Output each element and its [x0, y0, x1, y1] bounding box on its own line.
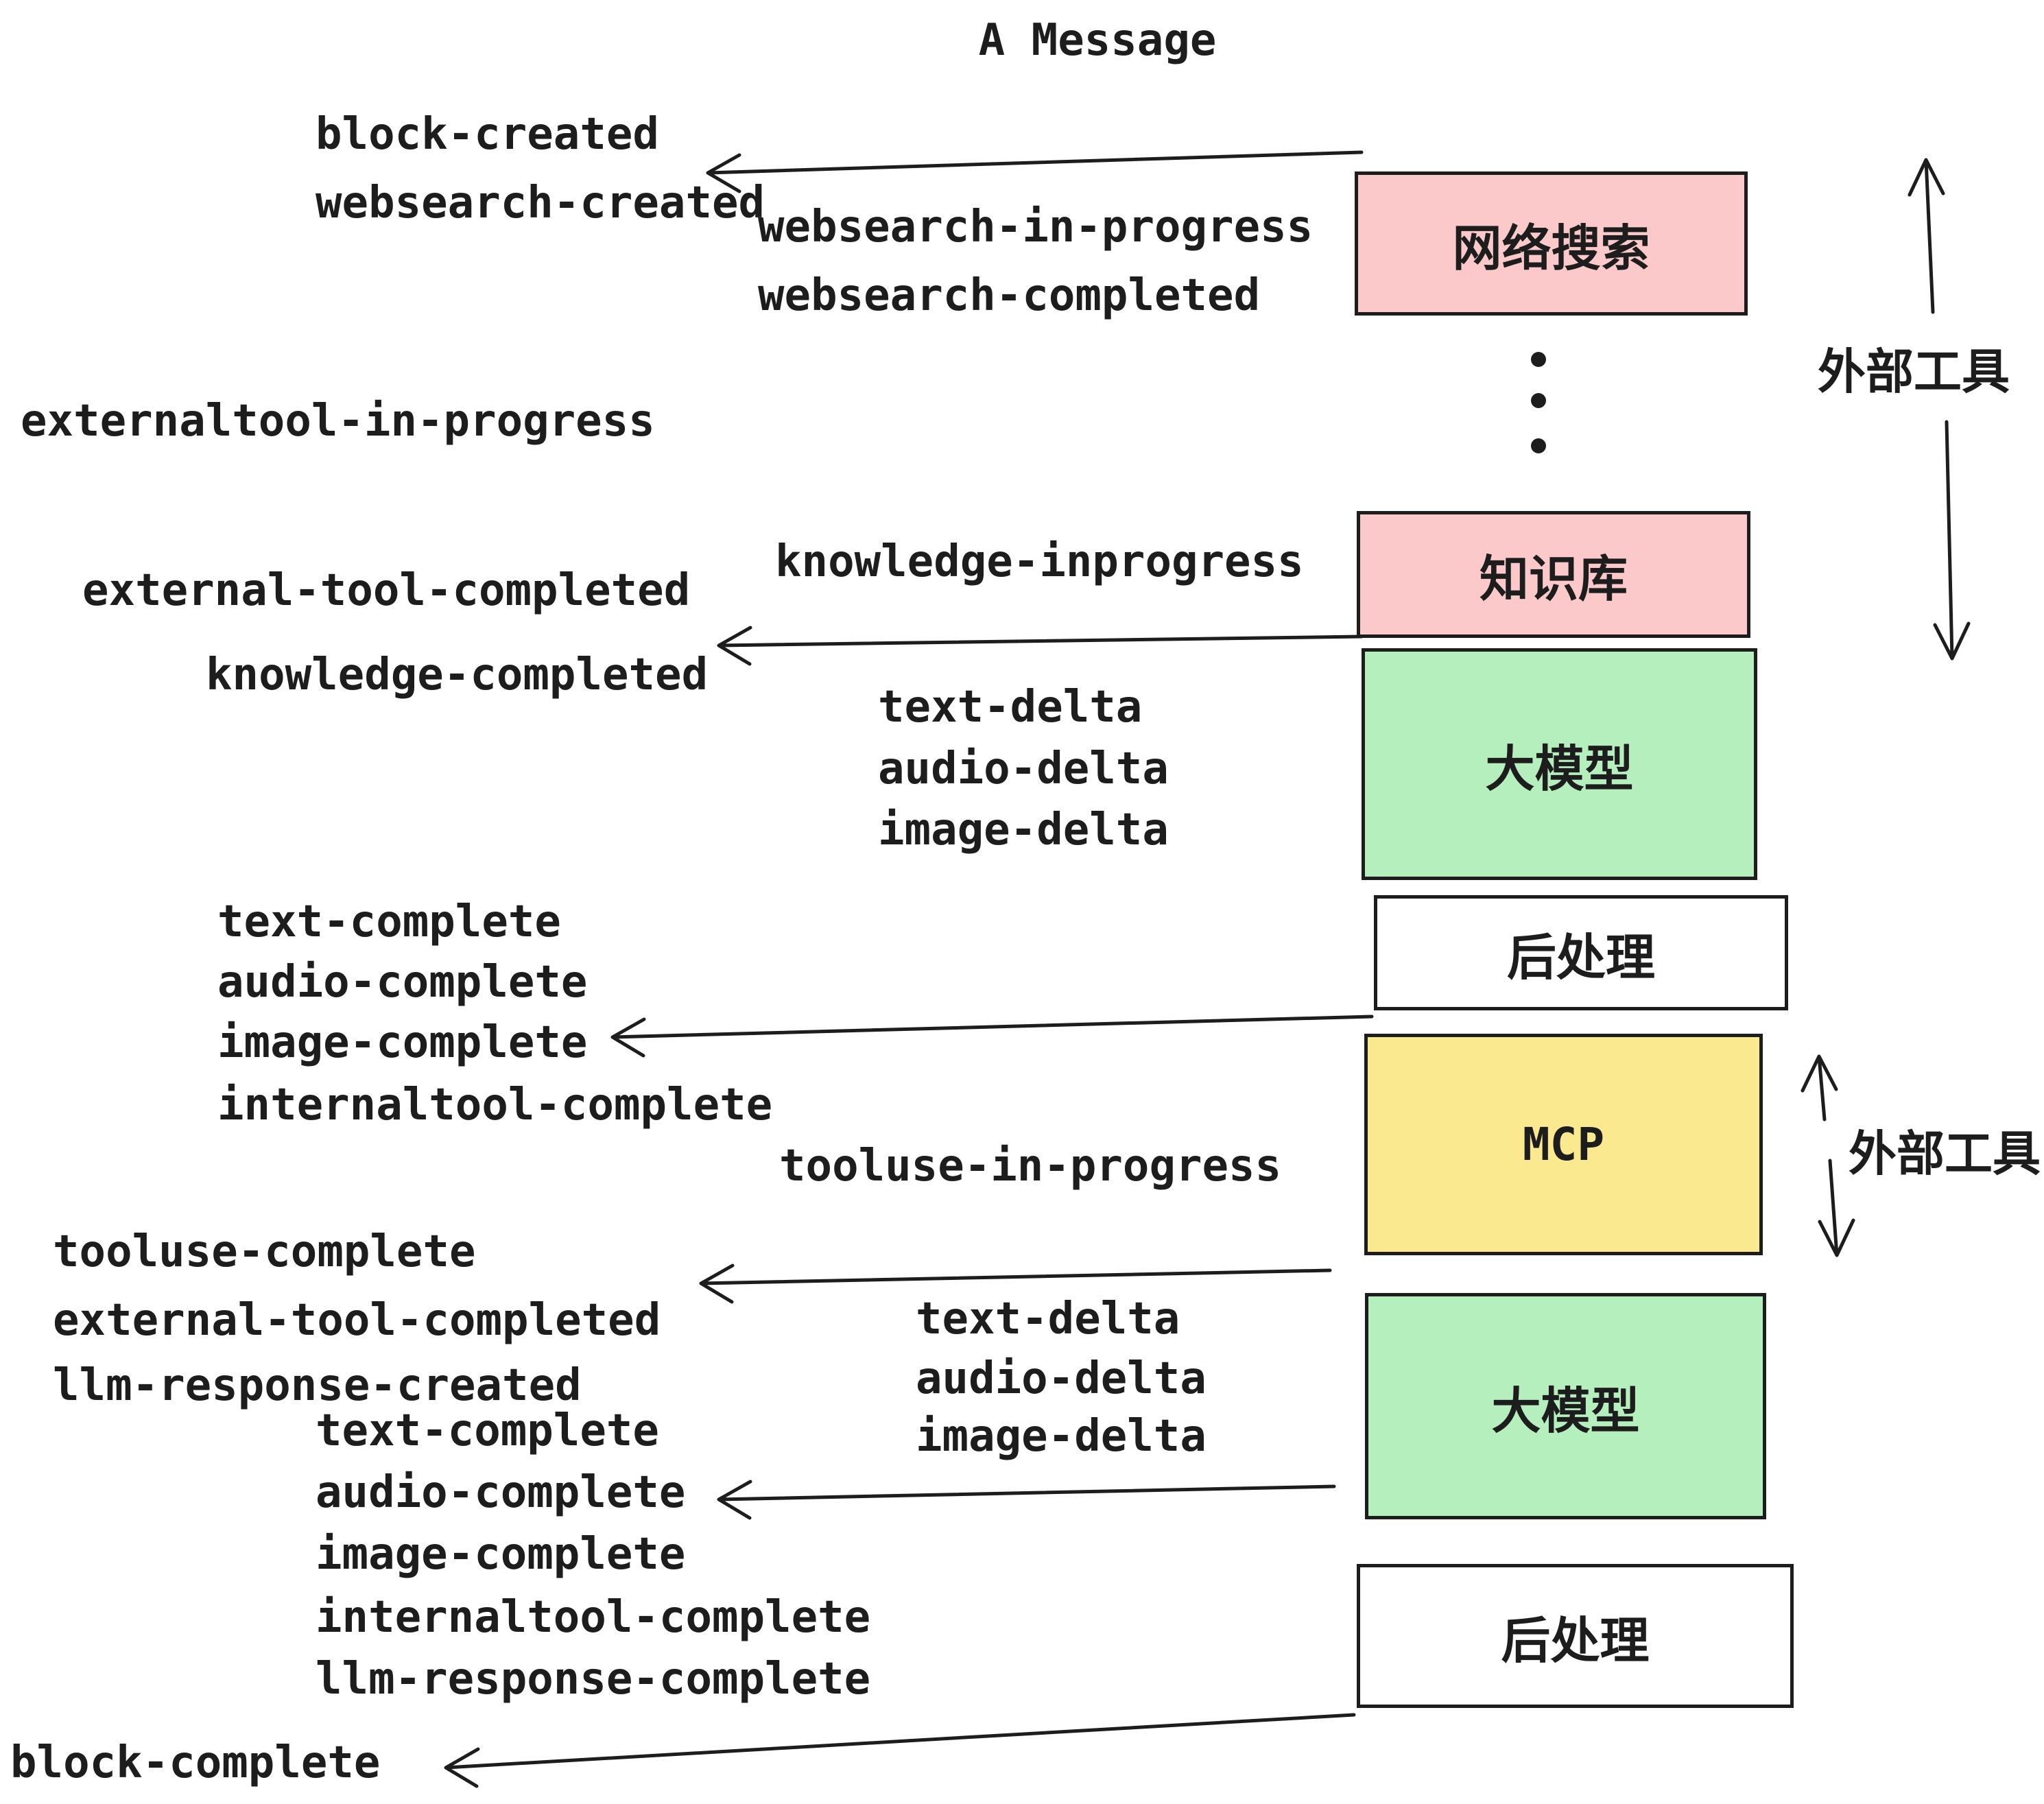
event-knowledge-inprogress: knowledge-inprogress [775, 536, 1304, 587]
box-post-processing-1: 后处理 [1374, 895, 1788, 1010]
event-llm-response-complete: llm-response-complete [316, 1654, 871, 1705]
event-llm-response-created: llm-response-created [53, 1360, 582, 1411]
event-text-delta-2: text-delta [916, 1294, 1180, 1344]
external-tools-label-top: 外部工具 [1818, 345, 2010, 399]
event-websearch-created: websearch-created [316, 178, 765, 228]
arrow-left-icon-to-audio-complete [717, 1480, 1336, 1520]
event-image-complete-2: image-complete [316, 1529, 686, 1580]
event-block-complete: block-complete [10, 1737, 381, 1788]
box-knowledge: 知识库 [1357, 511, 1750, 638]
box-llm-1-label: 大模型 [1485, 741, 1634, 797]
event-image-complete-1: image-complete [217, 1017, 588, 1068]
event-knowledge-completed: knowledge-completed [206, 650, 709, 700]
event-text-complete-2: text-complete [316, 1405, 659, 1456]
event-websearch-completed: websearch-completed [758, 270, 1261, 321]
box-llm-2-label: 大模型 [1491, 1384, 1640, 1439]
box-websearch-label: 网络搜索 [1452, 221, 1650, 276]
event-image-delta-1: image-delta [878, 805, 1169, 855]
event-audio-delta-2: audio-delta [916, 1353, 1207, 1404]
arrow-left-icon-to-block-complete [444, 1713, 1356, 1788]
arrow-left-icon-to-websearch-created [706, 150, 1364, 193]
arrow-up-icon-external-tools-mcp [1801, 1054, 1838, 1121]
box-mcp: MCP [1364, 1034, 1763, 1255]
box-post-processing-2-label: 后处理 [1501, 1613, 1650, 1669]
box-post-processing-1-label: 后处理 [1506, 930, 1655, 986]
diagram-title: A Message [978, 15, 1217, 66]
event-text-delta-1: text-delta [878, 682, 1143, 733]
box-llm-2: 大模型 [1365, 1293, 1766, 1519]
arrow-left-icon-to-knowledge-completed [717, 626, 1364, 666]
event-internaltool-complete-1: internaltool-complete [217, 1080, 773, 1130]
event-internaltool-complete-2: internaltool-complete [316, 1592, 871, 1643]
box-websearch: 网络搜索 [1355, 171, 1748, 316]
box-mcp-label: MCP [1522, 1118, 1605, 1171]
event-audio-complete-2: audio-complete [316, 1467, 686, 1518]
event-audio-delta-1: audio-delta [878, 744, 1169, 794]
arrow-up-icon-external-tools-top [1908, 158, 1945, 314]
box-knowledge-label: 知识库 [1479, 552, 1628, 607]
arrow-left-icon-to-image-complete [610, 1014, 1374, 1058]
vertical-ellipsis-icon [1531, 352, 1546, 453]
box-post-processing-2: 后处理 [1357, 1564, 1794, 1708]
external-tools-label-mcp: 外部工具 [1849, 1127, 2041, 1180]
event-external-tool-completed-1: external-tool-completed [82, 565, 691, 616]
event-external-tool-completed-2: external-tool-completed [53, 1295, 661, 1346]
arrow-down-icon-external-tools-top [1933, 420, 1971, 661]
box-llm-1: 大模型 [1362, 648, 1757, 880]
event-tooluse-complete: tooluse-complete [53, 1226, 476, 1277]
event-block-created: block-created [316, 109, 659, 160]
event-image-delta-2: image-delta [916, 1411, 1207, 1462]
event-externaltool-in-progress: externaltool-in-progress [21, 396, 655, 447]
event-tooluse-in-progress: tooluse-in-progress [779, 1141, 1282, 1191]
event-audio-complete-1: audio-complete [217, 957, 588, 1008]
event-text-complete-1: text-complete [217, 897, 561, 947]
event-websearch-in-progress: websearch-in-progress [758, 202, 1314, 252]
